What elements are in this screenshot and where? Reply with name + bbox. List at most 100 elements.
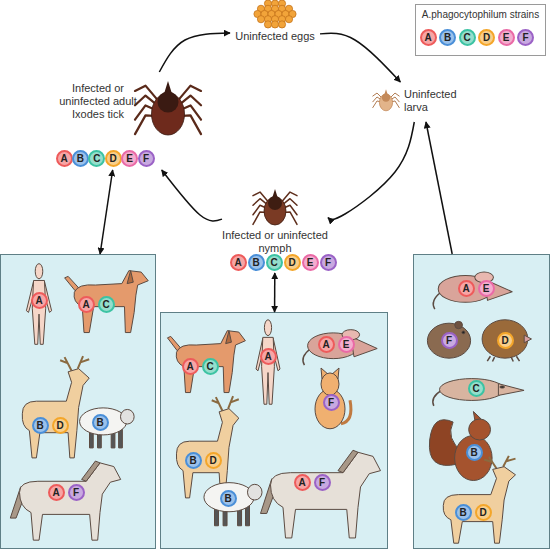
- strain-badge: B: [92, 414, 109, 431]
- strain-badge: C: [98, 296, 115, 313]
- tick-mouthparts: [385, 89, 388, 94]
- legend-swatch: E: [498, 29, 515, 46]
- tick-egg: [285, 16, 292, 23]
- stage-label: Uninfected larva: [404, 88, 468, 114]
- stage-art: [253, 189, 297, 225]
- tick-shield: [382, 93, 390, 101]
- cat-part: [321, 373, 339, 395]
- strain-badge: A: [230, 254, 247, 271]
- vole-part: [462, 331, 465, 334]
- tick-shield: [268, 196, 282, 210]
- host-animal: F: [306, 368, 356, 430]
- strain-badge: C: [468, 380, 485, 397]
- legend-heading: A.phagocytophilum strains: [415, 9, 546, 21]
- host-animal: B: [74, 398, 136, 450]
- deer-part: [60, 356, 89, 371]
- legend-swatch: D: [478, 29, 495, 46]
- legend-text: D: [483, 32, 490, 43]
- tick-body: [264, 197, 286, 225]
- deer-part: [484, 456, 515, 469]
- deer-part: [443, 467, 515, 544]
- strain-badge: D: [52, 417, 69, 434]
- cycle-arrow: [320, 33, 400, 82]
- tick-shield: [158, 92, 179, 113]
- strain-badge: A: [48, 484, 65, 501]
- deer-part: [22, 369, 89, 458]
- strain-badge: F: [323, 394, 340, 411]
- mole-part: [524, 335, 531, 343]
- strain-badge: F: [314, 474, 331, 491]
- strain-badge: B: [455, 504, 472, 521]
- strain-badge: A: [458, 280, 475, 297]
- sheep-part: [204, 483, 254, 512]
- tick-mouthparts: [164, 81, 172, 93]
- host-animal: AE: [298, 320, 378, 366]
- horse-silhouette: [8, 450, 123, 542]
- deer-part: [212, 396, 239, 411]
- strain-badge: D: [497, 332, 514, 349]
- strain-badge: C: [266, 254, 283, 271]
- host-animal: AC: [165, 322, 247, 394]
- dog-part: [226, 331, 232, 344]
- host-animal: D: [480, 314, 532, 362]
- cycle-arrow: [100, 170, 113, 254]
- host-panel: AACBDBAF: [0, 254, 156, 549]
- deer-silhouette: [10, 355, 98, 460]
- strain-badge: F: [320, 254, 337, 271]
- strain-badge: A: [182, 358, 199, 375]
- dog-part: [74, 271, 148, 333]
- legend-text: F: [522, 32, 528, 43]
- tick-egg: [257, 16, 264, 23]
- strain-badge: D: [205, 452, 222, 469]
- tick-stage: Uninfected eggs: [230, 0, 320, 52]
- strain-badge: E: [302, 254, 319, 271]
- legend-text: B: [444, 32, 451, 43]
- strain-badge: F: [138, 150, 155, 167]
- human-part: [264, 320, 271, 336]
- mole-part: [482, 320, 528, 358]
- host-animal: AE: [428, 262, 513, 310]
- strain-badge: E: [121, 150, 138, 167]
- legend-swatch: B: [439, 29, 456, 46]
- host-animal: AC: [62, 262, 150, 334]
- host-animal: C: [430, 366, 525, 408]
- cat-part: [315, 389, 345, 429]
- tick-leg: [253, 192, 268, 202]
- tick-egg: [271, 21, 278, 28]
- strain-badge: C: [202, 358, 219, 375]
- strain-badge: E: [478, 280, 495, 297]
- host-animal: BD: [430, 455, 525, 545]
- stage-label: Infected or uninfected nymph: [222, 229, 328, 255]
- strain-badge: A: [318, 336, 335, 353]
- cycle-arrow: [159, 33, 230, 72]
- tick-stage: Uninfected larva: [372, 82, 472, 122]
- stage-label: Infected or uninfected adult Ixodes tick: [48, 82, 148, 121]
- squirrel-part: [455, 436, 492, 481]
- legend-text: A: [424, 32, 431, 43]
- edge-group: [100, 33, 452, 312]
- squirrel-silhouette: [425, 410, 503, 485]
- sheep-part: [248, 484, 263, 500]
- tick-leg: [282, 192, 297, 202]
- mouse-part: [308, 333, 359, 359]
- strain-badge: A: [260, 348, 277, 365]
- sheep-part: [246, 506, 250, 526]
- strain-badge: A: [56, 150, 73, 167]
- tick-egg: [264, 21, 271, 28]
- host-animal: AF: [258, 438, 383, 540]
- vole-part: [455, 321, 463, 328]
- host-animal: B: [198, 472, 264, 528]
- deer-silhouette: [430, 455, 525, 545]
- strain-badge: B: [32, 417, 49, 434]
- host-animal: B: [425, 410, 503, 485]
- legend-swatch: C: [459, 29, 476, 46]
- stage-art: [373, 89, 399, 111]
- horse-part: [271, 452, 381, 538]
- sheep-part: [80, 408, 127, 435]
- dog-part: [176, 331, 245, 393]
- host-animal: AF: [8, 450, 123, 542]
- strain-badge: F: [68, 484, 85, 501]
